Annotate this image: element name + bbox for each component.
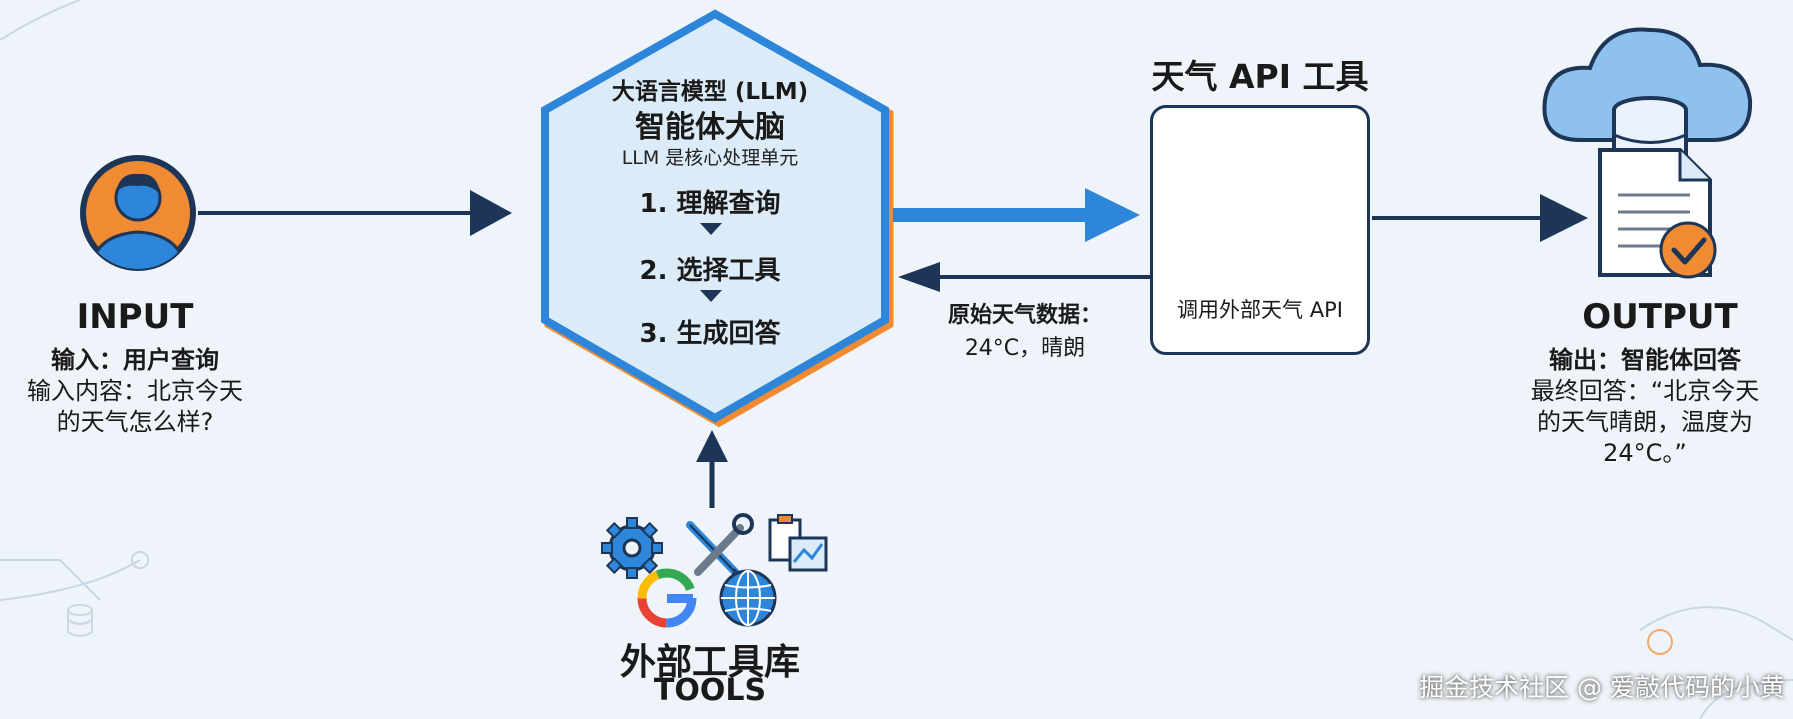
watermark: 掘金技术社区 @ 爱敲代码的小黄	[1419, 673, 1785, 702]
arrow-llm-to-api	[893, 188, 1140, 242]
llm-step-1: 1. 理解查询	[639, 189, 781, 219]
tools-label-cn: 外部工具库	[619, 642, 800, 683]
input-content-line2: 的天气怎么样?	[56, 408, 214, 436]
api-tool-box	[1150, 105, 1370, 355]
llm-step-2: 2. 选择工具	[639, 256, 781, 286]
raw-data-value: 24°C，晴朗	[964, 336, 1086, 361]
google-icon: G	[637, 568, 697, 628]
input-content-line1: 输入内容：北京今天	[27, 377, 243, 405]
output-content-line1: 最终回答：“北京今天	[1530, 377, 1760, 405]
step-arrow-1	[700, 223, 722, 235]
raw-data-label: 原始天气数据：	[947, 303, 1102, 328]
api-description: 调用外部天气 API	[1177, 298, 1343, 322]
input-description: 输入：用户查询 输入内容：北京今天 的天气怎么样?	[10, 345, 260, 438]
chart-clipboard-icon	[768, 514, 828, 572]
llm-hexagon	[541, 9, 894, 428]
user-icon	[80, 155, 196, 271]
llm-core-description: LLM 是核心处理单元	[621, 147, 799, 169]
gear-icon	[601, 517, 663, 579]
output-content-line2: 的天气晴朗，温度为	[1537, 408, 1753, 436]
checkmark-icon	[1659, 221, 1717, 279]
llm-subtitle: 智能体大脑	[635, 110, 785, 145]
api-title: 天气 API 工具	[1151, 57, 1369, 96]
cloud-database-icon	[1542, 27, 1753, 170]
input-title: 输入：用户查询	[51, 346, 219, 374]
output-description: 输出：智能体回答 最终回答：“北京今天 的天气晴朗，温度为 24°C。”	[1500, 345, 1790, 469]
arrow-api-to-llm	[898, 262, 1150, 292]
llm-step-3: 3. 生成回答	[639, 319, 781, 349]
database-icon	[67, 604, 93, 637]
decorative-node	[1647, 629, 1673, 655]
google-letter: G	[667, 608, 668, 610]
tools-label-en: TOOLS	[653, 673, 767, 708]
arrow-tools-to-llm	[696, 430, 728, 508]
arrow-api-to-output	[1372, 194, 1588, 242]
output-content-line3: 24°C。”	[1603, 439, 1687, 467]
input-label: INPUT	[76, 297, 194, 337]
output-label: OUTPUT	[1582, 297, 1738, 337]
globe-icon	[719, 569, 777, 627]
llm-title: 大语言模型 (LLM)	[611, 79, 809, 105]
step-arrow-2	[700, 290, 722, 302]
arrow-input-to-llm	[198, 190, 512, 236]
output-title: 输出：智能体回答	[1549, 346, 1741, 374]
